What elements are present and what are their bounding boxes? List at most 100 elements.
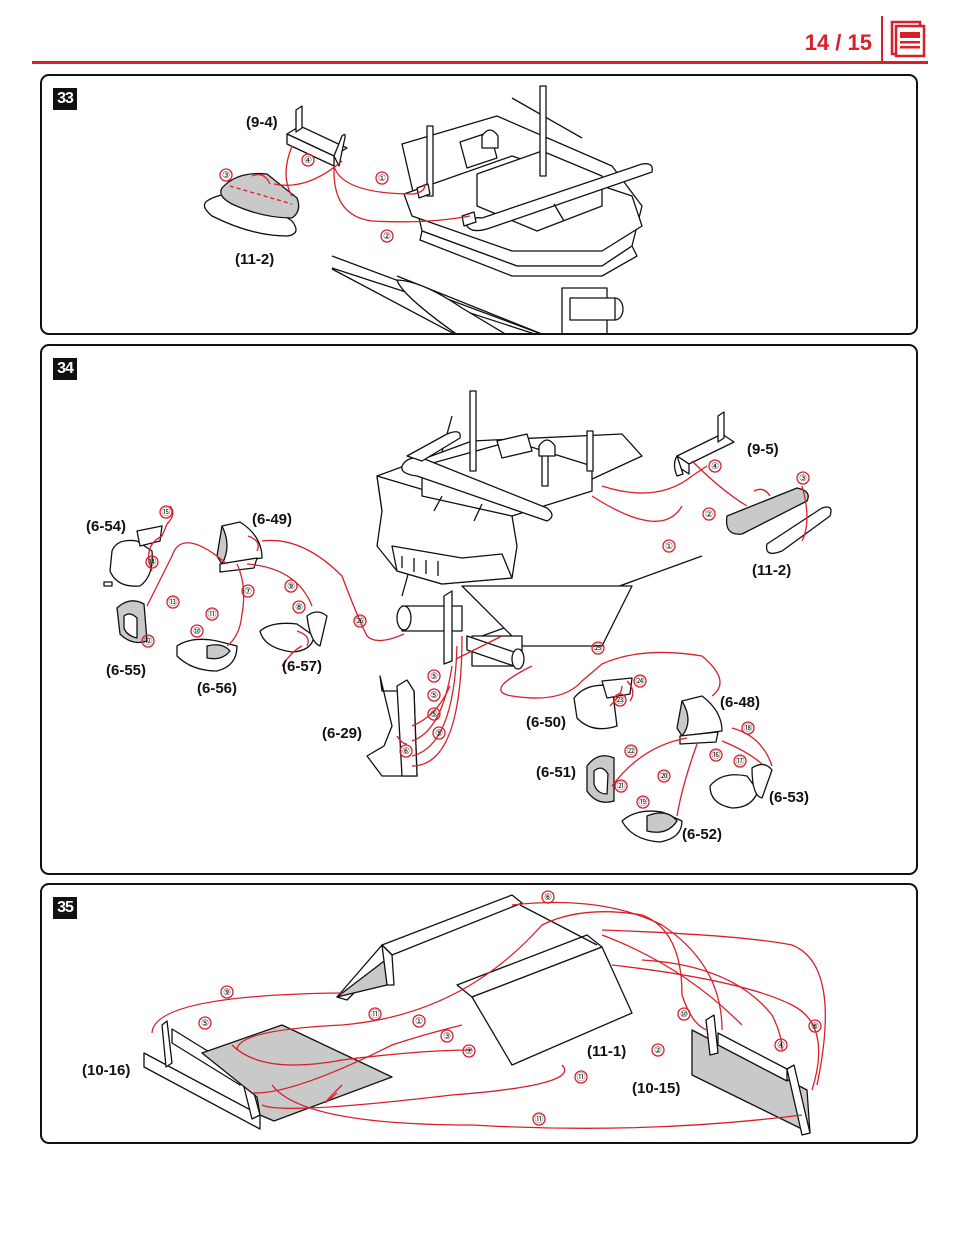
seq-marker: ①	[378, 173, 386, 183]
seq-marker: ①	[665, 541, 673, 551]
part-9-4	[286, 105, 348, 167]
seq-marker: ⑲	[638, 797, 647, 807]
part-9-5	[673, 411, 735, 477]
part-label: (11-2)	[235, 251, 274, 268]
step-panel-34: ① ② ③ ④ ⑤ ⑤ ⑤ ⑤ ⑥ ⑦ ⑧ ⑨ ⑩ ⑪ ⑫ ⑬ ⑭ ⑮ ⑯ ⑰ …	[40, 344, 918, 875]
part-label: (10-16)	[82, 1062, 130, 1079]
seq-marker: ⑱	[743, 723, 752, 733]
part-label: (6-48)	[720, 694, 760, 711]
seq-marker: ⑪	[370, 1009, 379, 1019]
step-33-diagram: ① ② ③ ④ (9-4) (11-2)	[203, 85, 653, 333]
seq-marker: ⑪	[207, 609, 216, 619]
part-6-49	[216, 521, 263, 573]
part-label: (6-56)	[197, 680, 237, 697]
part-6-52	[621, 810, 683, 843]
step-number: 34	[53, 358, 77, 380]
assembly-paths	[146, 460, 808, 817]
part-label: (6-51)	[536, 764, 576, 781]
seq-marker: ⑫	[143, 636, 152, 646]
seq-marker: ⑩	[680, 1009, 688, 1019]
seq-marker: ⑬	[168, 597, 177, 607]
seq-marker: ③	[443, 1031, 451, 1041]
step-35-diagram: ① ② ③ ④ ⑤ ⑥ ⑦ ⑧ ⑨ ⑩ ⑪ ⑪ ⑪ (10-16) (11-1)…	[82, 890, 826, 1136]
part-10-16	[143, 1020, 393, 1130]
seq-marker: ⑯	[711, 750, 720, 760]
part-6-50	[573, 677, 633, 730]
part-label: (6-54)	[86, 518, 126, 535]
part-6-51	[586, 755, 615, 803]
sequence-markers: ① ② ③ ④ ⑤ ⑤ ⑤ ⑤ ⑥ ⑦ ⑧ ⑨ ⑩ ⑪ ⑫ ⑬ ⑭ ⑮ ⑯ ⑰ …	[141, 459, 810, 809]
seq-marker: ㉕	[593, 643, 602, 653]
seq-marker: ③	[222, 170, 230, 180]
seq-marker: ⑤	[201, 1018, 209, 1028]
page-indicator: 14 / 15	[804, 30, 872, 55]
seq-marker: ②	[705, 509, 713, 519]
seq-marker: ⑥	[402, 746, 410, 756]
hull-tubes	[396, 585, 633, 670]
seq-marker: ⑨	[223, 987, 231, 997]
part-6-57	[259, 611, 328, 653]
seq-marker: ②	[383, 231, 391, 241]
part-6-56	[176, 638, 238, 672]
seq-marker: ④	[711, 461, 719, 471]
seq-marker: ⑩	[193, 626, 201, 636]
part-label: (11-1)	[587, 1043, 626, 1060]
part-11-2	[203, 172, 300, 237]
part-label: (6-55)	[106, 662, 146, 679]
hull-lines	[331, 255, 624, 333]
part-6-53	[709, 763, 773, 809]
seq-marker: ⑧	[295, 602, 303, 612]
part-6-55	[116, 600, 148, 644]
seq-marker: ⑮	[161, 507, 170, 517]
sequence-markers: ① ② ③ ④ ⑤ ⑥ ⑦ ⑧ ⑨ ⑩ ⑪ ⑪ ⑪	[198, 890, 822, 1126]
part-label: (6-50)	[526, 714, 566, 731]
seq-marker: ⑪	[576, 1072, 585, 1082]
step-number: 33	[53, 88, 77, 110]
seq-marker: ⑦	[244, 586, 252, 596]
seq-marker: ⑪	[534, 1114, 543, 1124]
seq-marker: ⑤	[430, 690, 438, 700]
seq-marker: ⑰	[735, 756, 744, 766]
seq-marker: ⑭	[147, 557, 156, 567]
part-11-1	[336, 894, 633, 1066]
part-6-54	[103, 525, 163, 587]
part-10-15	[691, 1014, 811, 1136]
part-6-48	[676, 695, 723, 745]
seq-marker: ㉑	[616, 781, 625, 791]
header-separator	[881, 16, 883, 64]
step-number: 35	[53, 897, 77, 919]
seq-marker: ⑦	[465, 1046, 473, 1056]
part-6-29	[366, 675, 418, 777]
part-label: (6-49)	[252, 511, 292, 528]
seq-marker: ⑧	[811, 1021, 819, 1031]
part-label: (9-4)	[246, 114, 278, 131]
part-label: (9-5)	[747, 441, 779, 458]
step-34-diagram: ① ② ③ ④ ⑤ ⑤ ⑤ ⑤ ⑥ ⑦ ⑧ ⑨ ⑩ ⑪ ⑫ ⑬ ⑭ ⑮ ⑯ ⑰ …	[86, 390, 832, 843]
seq-marker: ㉒	[626, 746, 635, 756]
seq-marker: ⑤	[435, 728, 443, 738]
seq-marker: ①	[415, 1016, 423, 1026]
seq-marker: ㉓	[615, 695, 624, 705]
seq-marker: ⑤	[430, 671, 438, 681]
seq-marker: ③	[799, 473, 807, 483]
assembly-paths	[251, 145, 471, 223]
part-label: (6-57)	[282, 658, 322, 675]
part-11-2	[725, 487, 832, 554]
sequence-markers: ① ② ③ ④	[219, 153, 394, 243]
seq-marker: ②	[654, 1045, 662, 1055]
seq-marker: ⑥	[544, 892, 552, 902]
seq-marker: ⑤	[430, 709, 438, 719]
part-label: (11-2)	[752, 562, 791, 579]
step-panel-33: ① ② ③ ④ (9-4) (11-2) 33	[40, 74, 918, 335]
seq-marker: ④	[777, 1040, 785, 1050]
seq-marker: ④	[304, 155, 312, 165]
seq-marker: ㉖	[355, 616, 364, 626]
boat-cabin	[401, 85, 653, 277]
document-icon	[890, 20, 926, 58]
seq-marker: ㉔	[635, 676, 644, 686]
seq-marker: ⑨	[287, 581, 295, 591]
assembly-paths	[151, 901, 826, 1129]
part-label: (10-15)	[632, 1080, 680, 1097]
header-rule	[32, 61, 928, 64]
seq-marker: ⑳	[659, 771, 668, 781]
